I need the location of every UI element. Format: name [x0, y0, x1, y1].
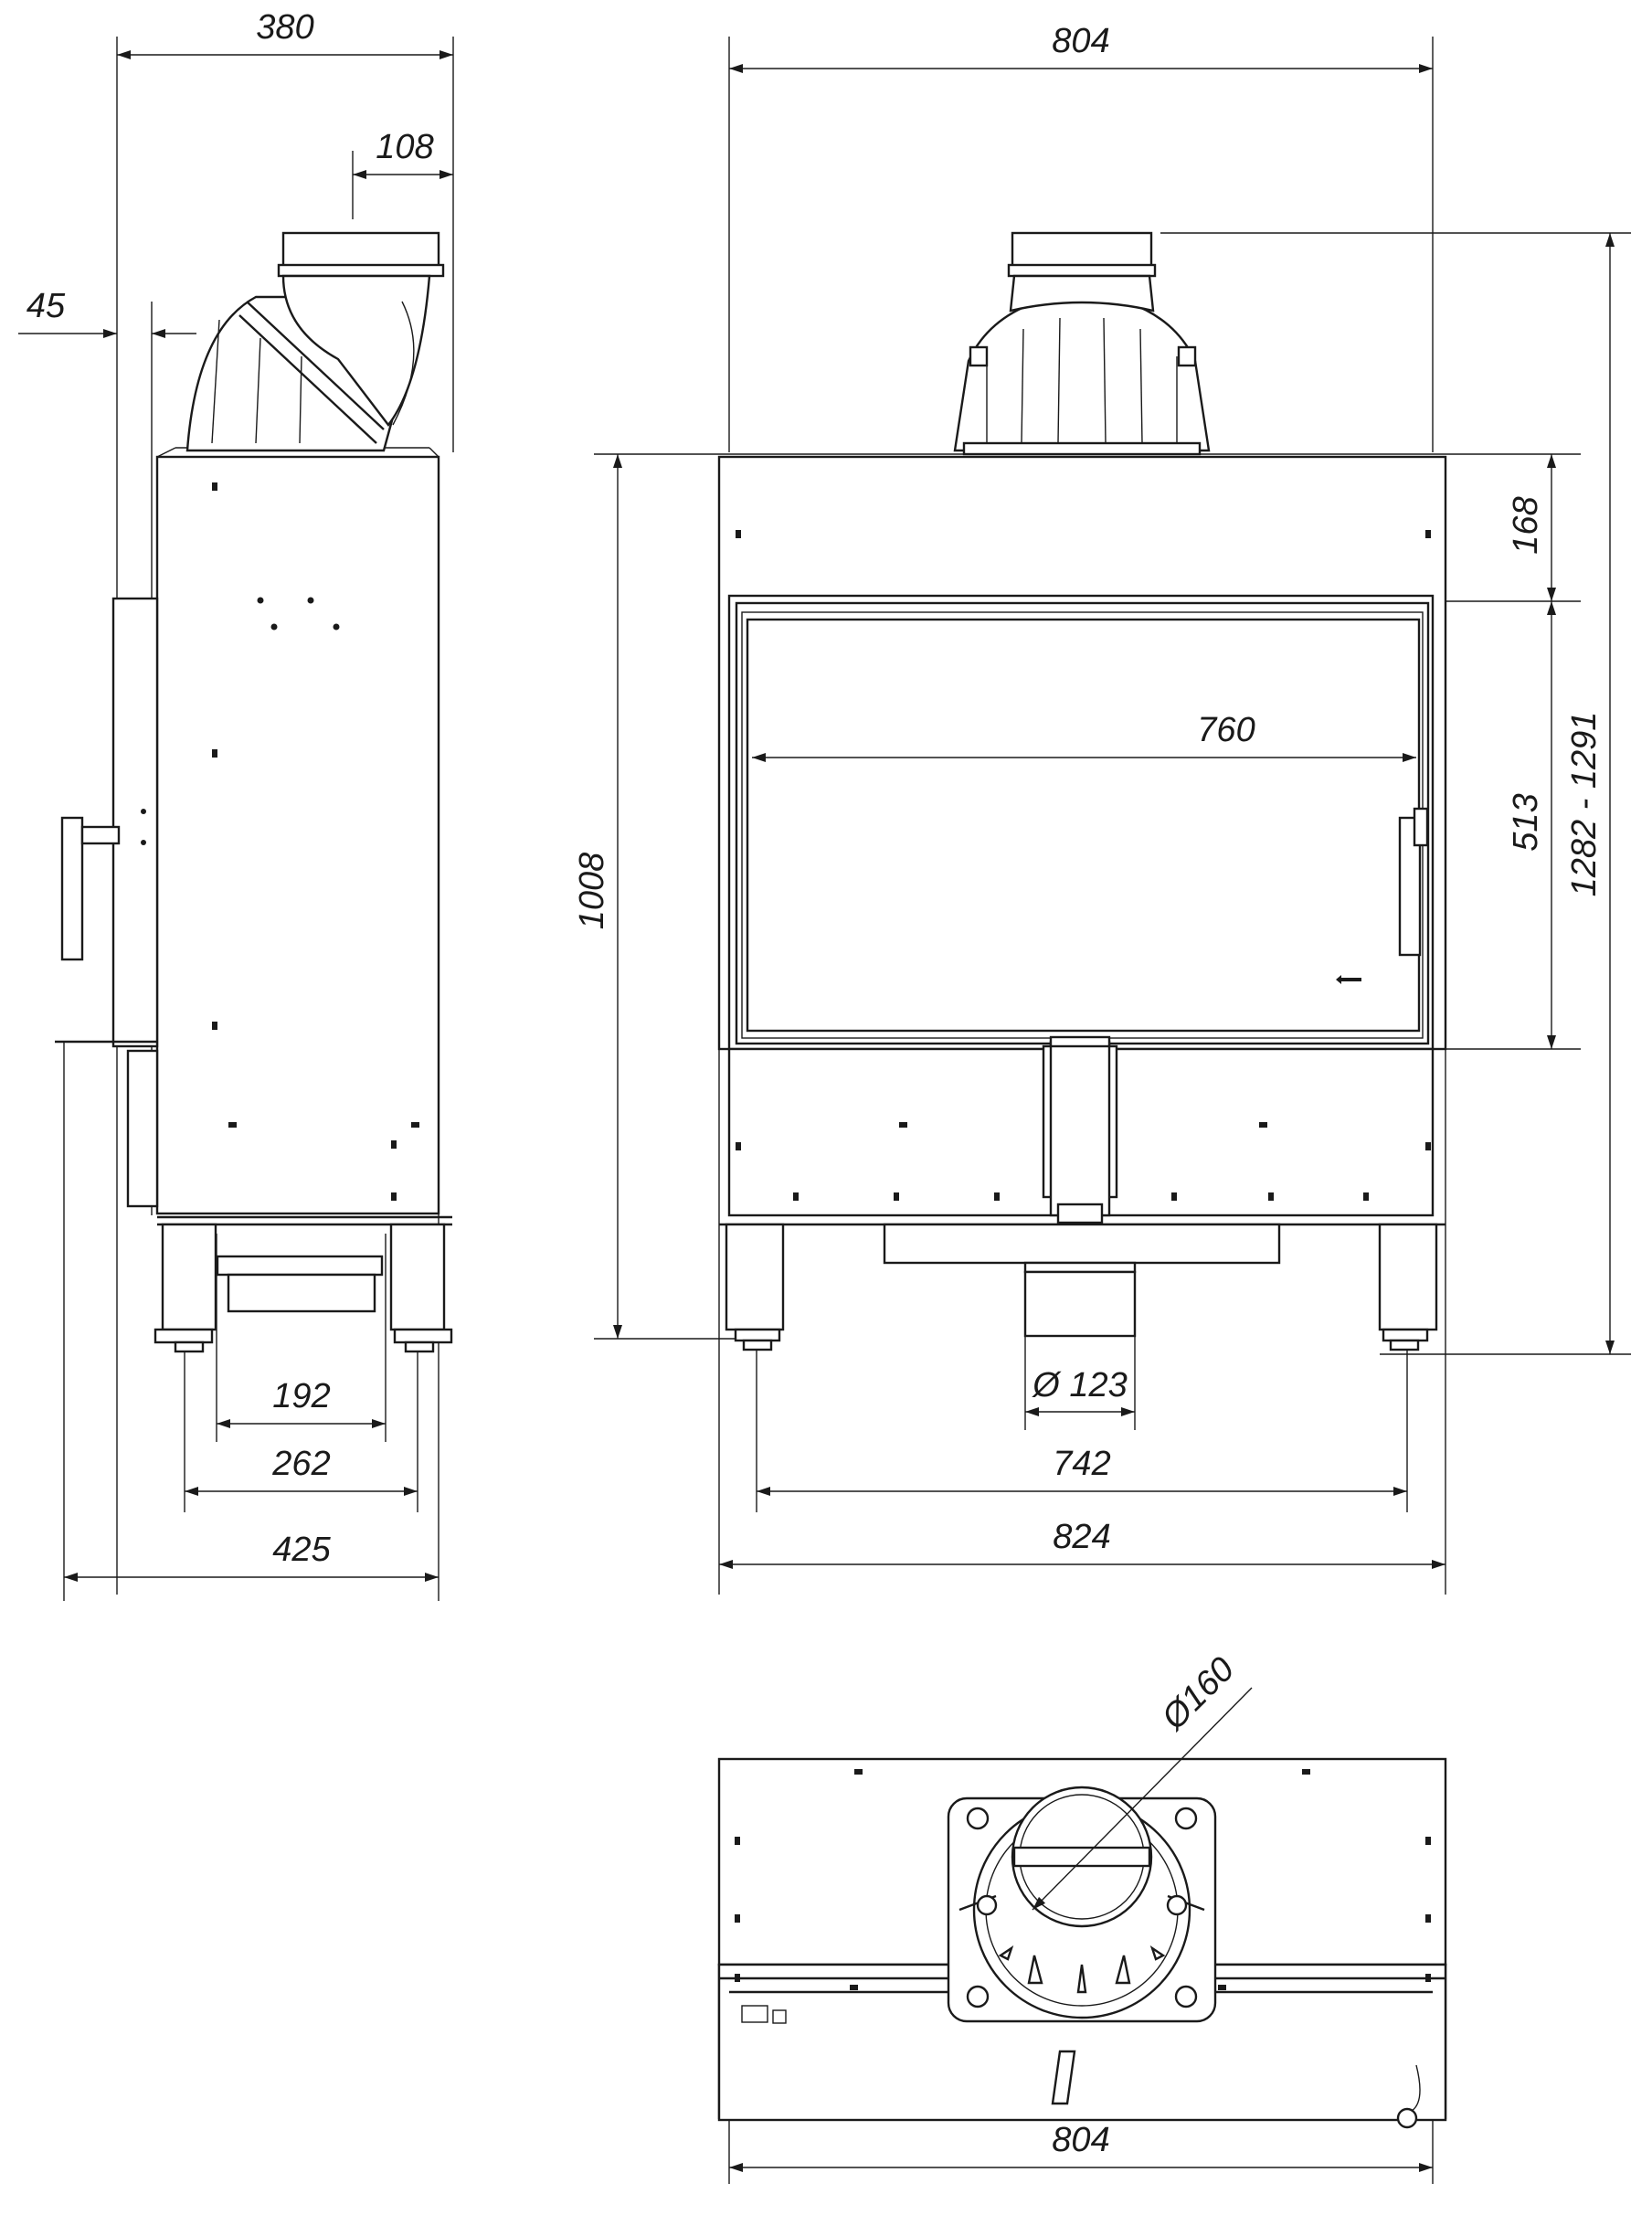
dim-side-depth: 380	[256, 8, 313, 47]
front-leg	[389, 1223, 446, 1331]
dim-front-air-inlet: Ø 123	[1031, 1366, 1128, 1404]
dim-front-top-band: 168	[1507, 496, 1545, 554]
front-leg-right	[1378, 1223, 1438, 1331]
dim-front-width-top: 804	[1052, 22, 1109, 60]
door-handle	[60, 816, 84, 961]
dim-side-front-offset: 45	[26, 287, 66, 325]
front-view: 804 168 513 1282 - 1291 1008 760 Ø 123 7…	[573, 22, 1631, 1595]
dim-side-outlet-offset: 108	[376, 128, 433, 166]
top-view: Ø160 804	[717, 1650, 1447, 2184]
front-door-handle	[1398, 816, 1422, 957]
dim-side-legs-inner: 192	[272, 1377, 330, 1415]
glass-pane	[746, 618, 1421, 1033]
dim-side-legs-outer: 262	[271, 1445, 330, 1483]
dim-front-glass-height: 513	[1507, 793, 1545, 851]
dim-front-body-height: 1008	[573, 853, 611, 930]
dim-front-legs-spacing: 742	[1053, 1445, 1110, 1483]
top-flue-spigot	[947, 1786, 1217, 2023]
dim-front-total-height: 1282 - 1291	[1565, 712, 1604, 897]
front-flue-collar	[953, 231, 1211, 456]
front-leg-left	[725, 1223, 785, 1331]
dim-top-width: 804	[1052, 2121, 1109, 2159]
side-flue-elbow	[185, 231, 445, 452]
dim-front-width-bottom: 824	[1053, 1518, 1110, 1556]
dim-front-glass-width: 760	[1197, 711, 1255, 749]
side-body-panel	[155, 455, 440, 1215]
dim-side-total-depth: 425	[272, 1531, 331, 1569]
side-view: 380 108 45 192 262 425	[18, 8, 454, 1601]
rear-leg	[161, 1223, 217, 1331]
dim-top-flue-diameter: Ø160	[1153, 1650, 1242, 1739]
